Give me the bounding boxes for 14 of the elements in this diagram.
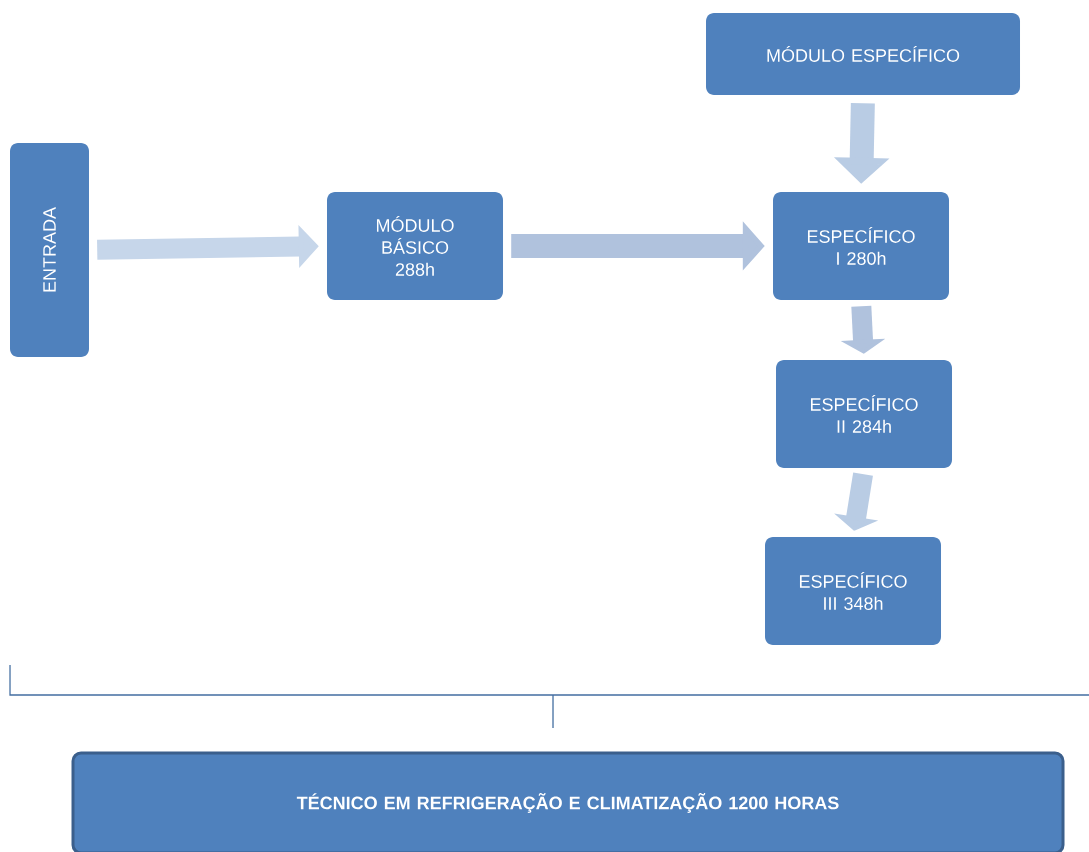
box-label: ESPECÍFICO I 280h (808, 227, 915, 265)
process-box (773, 192, 949, 300)
process-box (706, 13, 1020, 95)
box-label: ESPECÍFICO III 348h (799, 572, 907, 610)
process-box (765, 537, 941, 645)
process-box (71, 751, 1065, 852)
box-label: TÉCNICO EM REFRIGERAÇÃO E CLIMATIZAÇÃO 1200 HORAS (296, 793, 839, 813)
box-label: ENTRADA (43, 207, 56, 292)
box-label: ESPECÍFICO II 284h (810, 395, 918, 433)
process-box (10, 143, 89, 357)
box-label: MÓDULO ESPECÍFICO (767, 46, 960, 62)
process-box (327, 192, 503, 300)
process-box (776, 360, 952, 468)
box-label: MÓDULO BÁSICO 288h (377, 216, 454, 276)
